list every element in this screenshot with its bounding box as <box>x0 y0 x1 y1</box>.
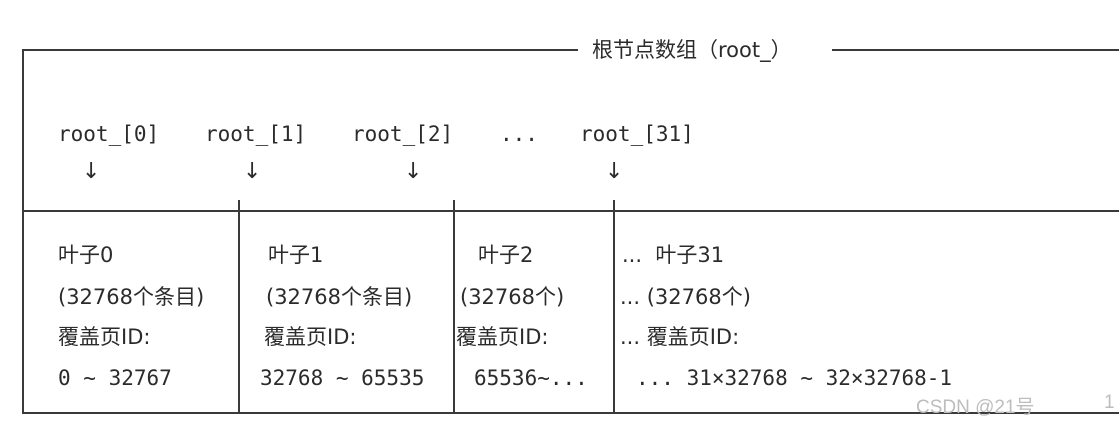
root-label-ellipsis: ... <box>500 122 538 146</box>
down-arrow-icon: ↓ <box>82 159 101 184</box>
edge-fragment: 1 <box>1104 392 1115 413</box>
leaf-range-1: 32768 ~ 65535 <box>260 366 425 390</box>
leaf-id-label-1: 覆盖页ID: <box>264 325 357 349</box>
leaf-count-1: (32768个条目) <box>266 285 413 309</box>
root-label-31: root_[31] <box>580 122 694 146</box>
left-border <box>22 49 24 413</box>
csdn-watermark: CSDN @21号 <box>916 397 1035 418</box>
leaf-id-label-3: ... 覆盖页ID: <box>620 325 740 349</box>
leaf-count-0: (32768个条目) <box>58 285 205 309</box>
column-divider-3 <box>613 200 615 413</box>
leaf-range-3: ... 31×32768 ~ 32×32768-1 <box>636 366 953 390</box>
leaf-count-2: (32768个) <box>460 285 565 309</box>
leaf-name-3: ... 叶子31 <box>622 243 725 267</box>
diagram-title: 根节点数组（root_） <box>592 38 792 62</box>
leaf-range-2: 65536~... <box>474 366 588 390</box>
top-border-left <box>22 49 578 51</box>
leaf-name-1: 叶子1 <box>268 243 324 267</box>
leaf-count-3: ... (32768个) <box>620 285 751 309</box>
leaf-id-label-0: 覆盖页ID: <box>58 325 151 349</box>
column-divider-1 <box>238 200 240 413</box>
leaf-range-0: 0 ~ 32767 <box>58 366 172 390</box>
leaf-id-label-2: 覆盖页ID: <box>456 325 549 349</box>
middle-separator <box>22 210 1119 212</box>
root-label-2: root_[2] <box>352 122 454 146</box>
leaf-name-0: 叶子0 <box>58 243 114 267</box>
top-border-right <box>832 49 1119 51</box>
root-label-0: root_[0] <box>58 122 160 146</box>
down-arrow-icon: ↓ <box>605 159 624 184</box>
down-arrow-icon: ↓ <box>243 159 262 184</box>
down-arrow-icon: ↓ <box>404 159 423 184</box>
column-divider-2 <box>453 200 455 413</box>
leaf-name-2: 叶子2 <box>478 243 534 267</box>
bottom-border <box>22 412 1119 414</box>
root-label-1: root_[1] <box>205 122 307 146</box>
